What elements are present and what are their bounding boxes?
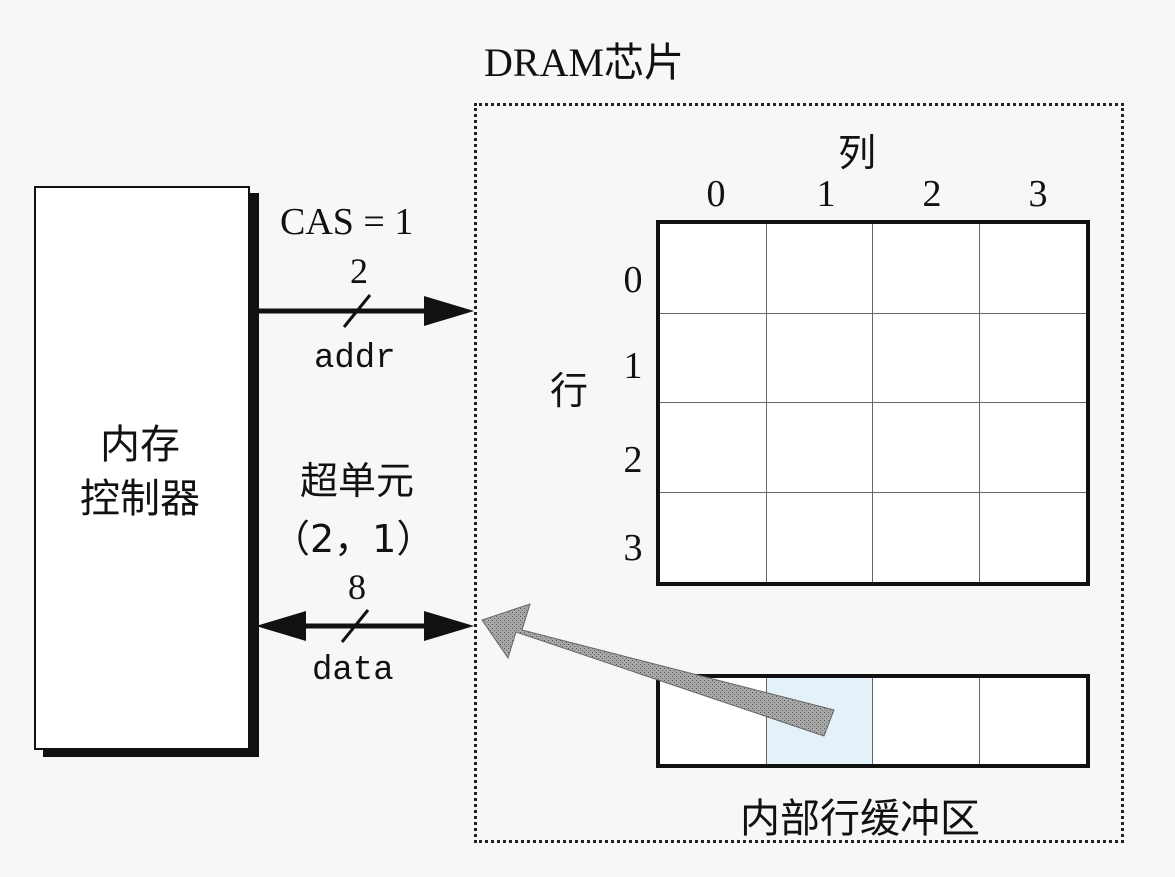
supercell-3-3 [980, 493, 1087, 583]
supercell-0-0 [660, 224, 767, 314]
supercell-coordinate: （2，1） [272, 517, 435, 561]
internal-row-buffer [656, 674, 1090, 768]
row-index-3: 3 [623, 527, 643, 569]
row-axis-title: 行 [550, 369, 589, 413]
dram-supercell-matrix [656, 220, 1090, 586]
supercell-0-1 [766, 224, 873, 314]
dram-chip-boundary [474, 103, 1124, 843]
addr-bus-width-slash [342, 294, 372, 328]
data-bus-width: 8 [348, 567, 366, 607]
row-buffer-label: 内部行缓冲区 [740, 796, 980, 842]
addr-bus-width: 2 [350, 251, 368, 291]
cas-signal-label: CAS = 1 [280, 201, 414, 243]
supercell-1-3 [979, 314, 1086, 403]
dram-chip-title: DRAM芯片 [484, 40, 685, 85]
addr-bus-arrow [248, 294, 474, 328]
column-index-2: 2 [922, 173, 942, 215]
supercell-0-2 [873, 224, 980, 314]
column-index-0: 0 [706, 173, 726, 215]
supercell-1-1 [766, 313, 873, 403]
supercell-2-3 [979, 403, 1086, 493]
memory-controller-label: 内存 控制器 [80, 422, 200, 522]
row-buffer-cell-0 [660, 678, 767, 764]
supercell-1-0 [660, 313, 767, 403]
memory-controller-box [34, 186, 250, 750]
row-index-1: 1 [623, 345, 643, 387]
row-index-0: 0 [623, 259, 643, 301]
supercell-label: 超单元 [300, 459, 415, 503]
supercell-0-3 [979, 224, 1086, 314]
supercell-2-0 [660, 403, 767, 493]
supercell-3-1 [767, 492, 873, 582]
supercell-1-2 [873, 313, 980, 403]
supercell-3-2 [873, 492, 980, 582]
supercell-2-1 [766, 403, 873, 493]
column-index-1: 1 [816, 173, 836, 215]
addr-bus-label: addr [314, 340, 396, 378]
row-index-2: 2 [623, 439, 643, 481]
data-bus-arrow [256, 609, 474, 643]
row-buffer-cell-1 [766, 678, 873, 764]
row-buffer-cell-2 [873, 678, 980, 764]
supercell-2-2 [873, 403, 980, 493]
column-index-3: 3 [1028, 173, 1048, 215]
row-buffer-cell-3 [980, 678, 1087, 764]
column-axis-title: 列 [838, 131, 877, 175]
supercell-3-0 [660, 492, 767, 582]
data-bus-label: data [312, 652, 394, 690]
data-bus-width-slash [340, 609, 370, 643]
